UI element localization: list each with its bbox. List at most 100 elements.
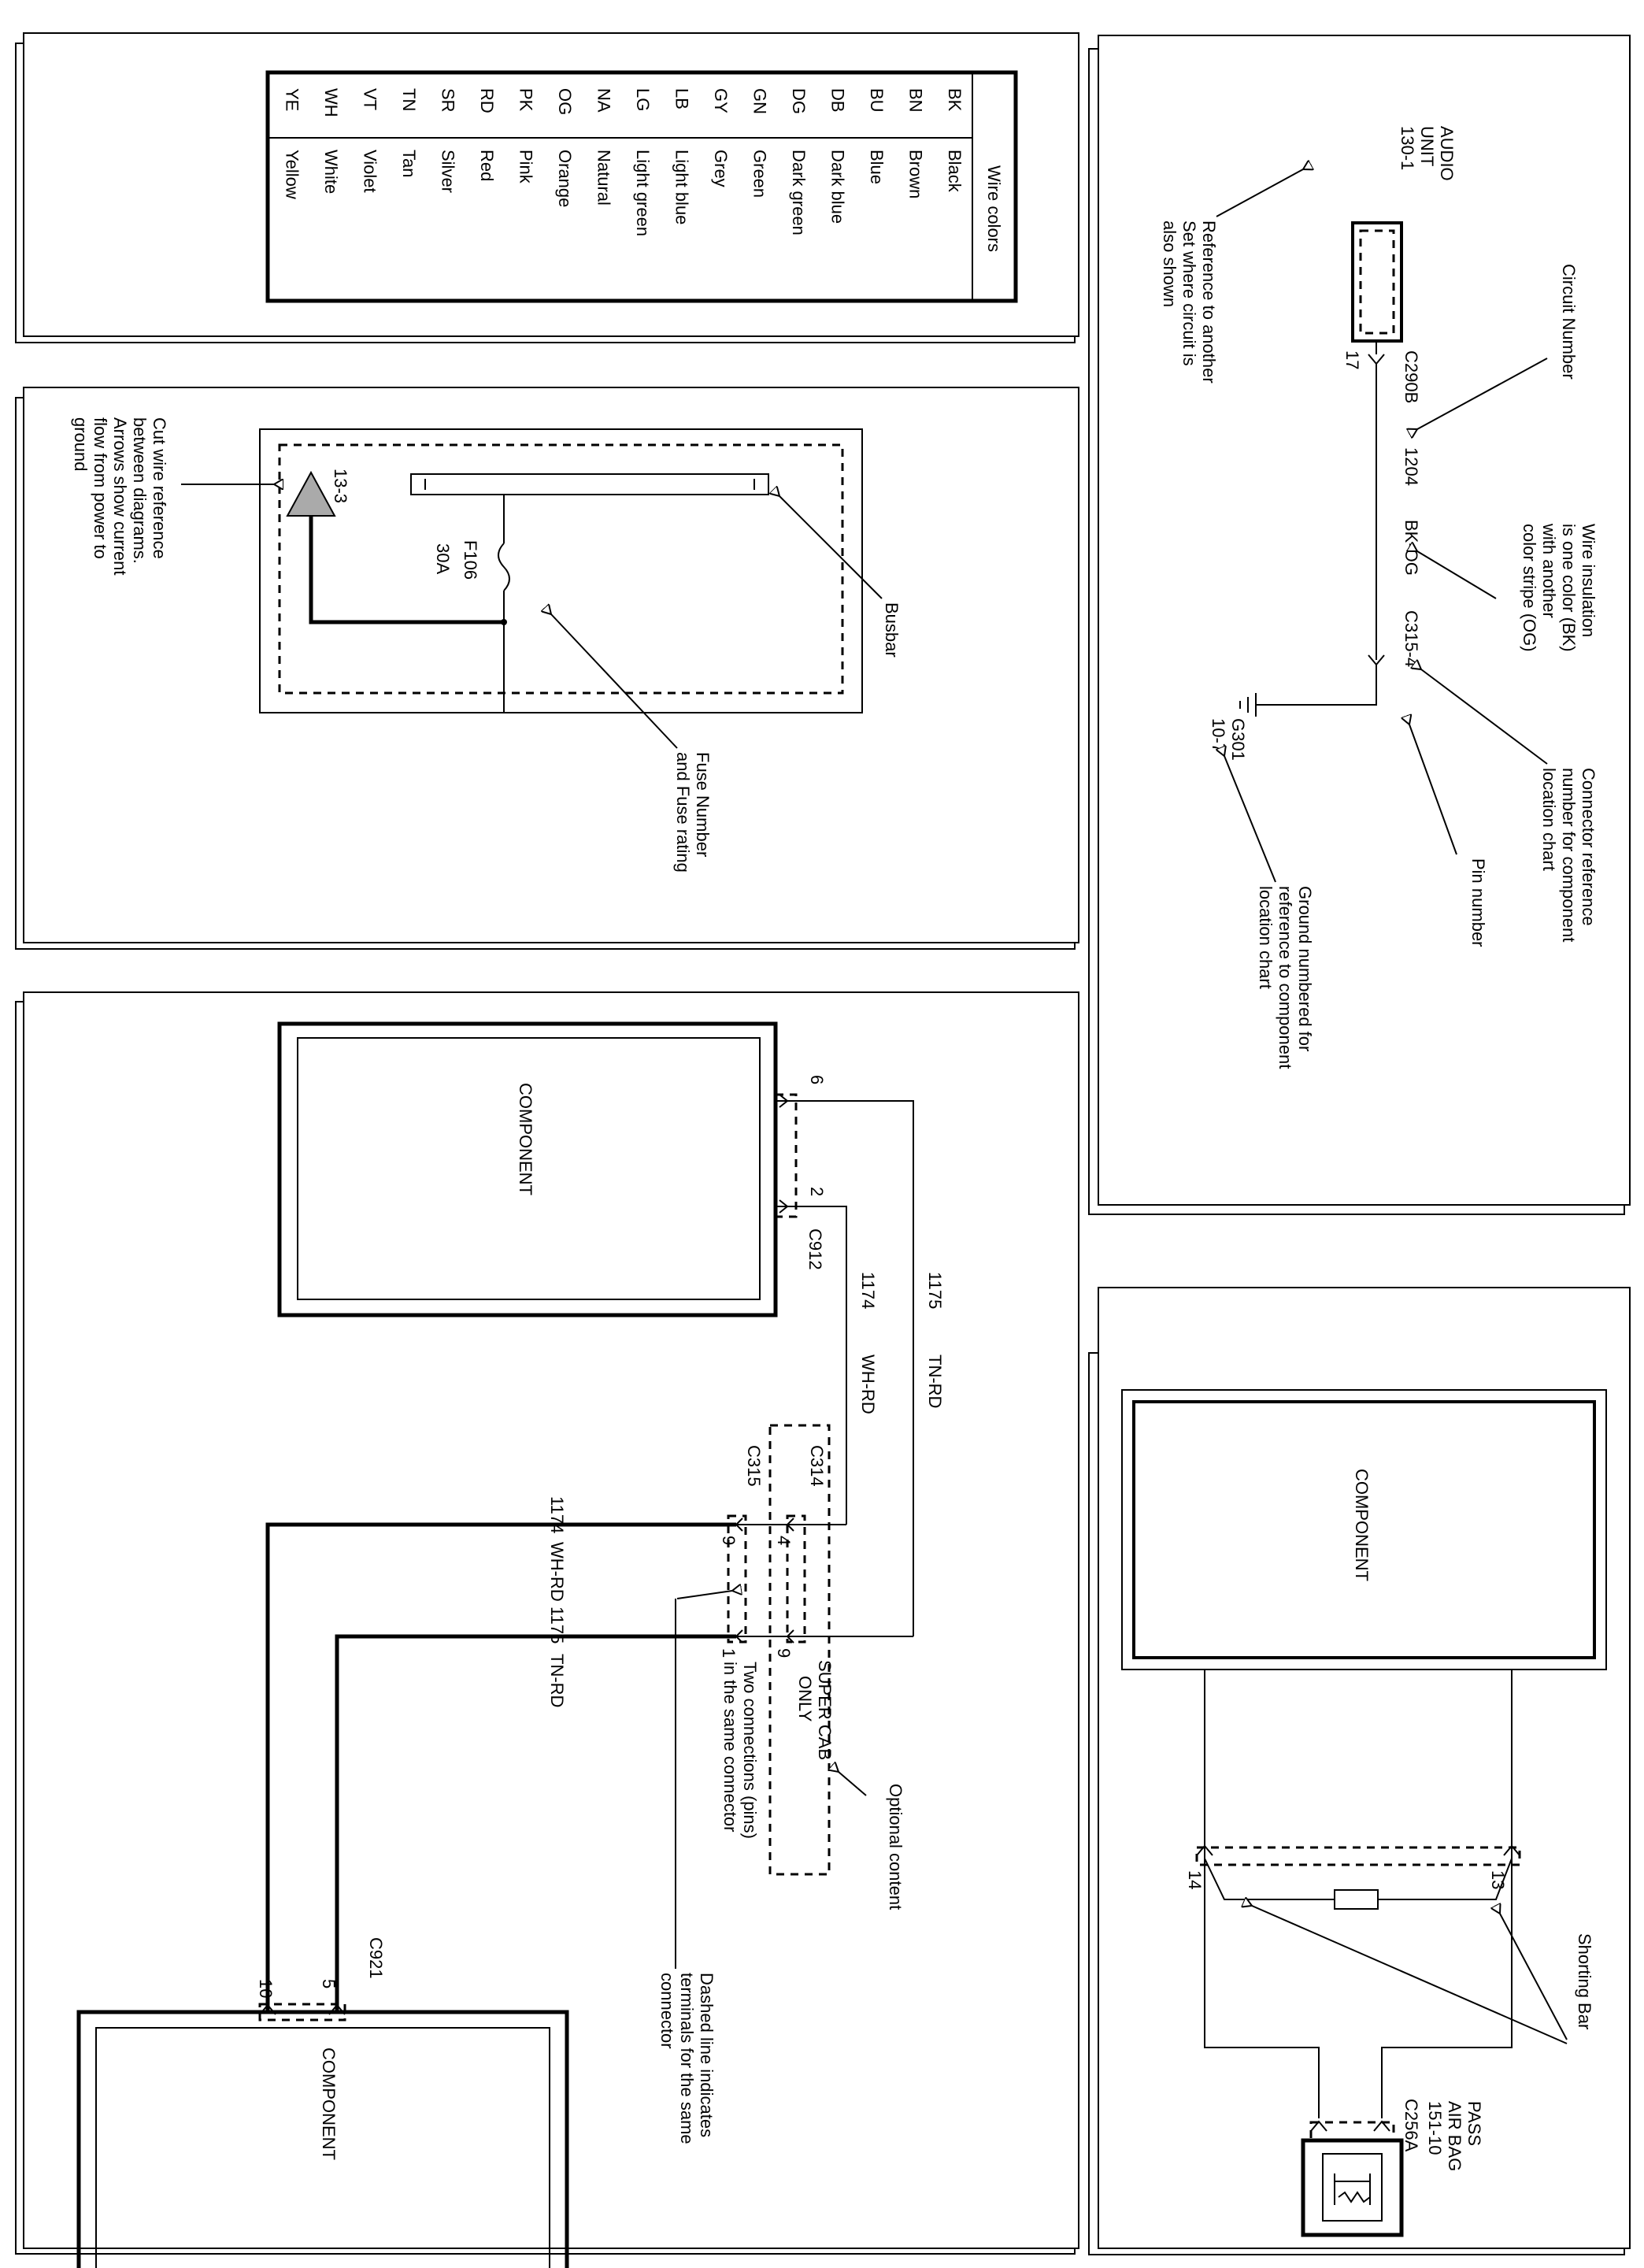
wire-color-code: DG [789,88,809,114]
busbar [410,473,769,495]
wire-color-code: SR [439,88,458,113]
ground-ref: 10-7 [1209,718,1228,753]
shorting-bar [1204,1858,1513,1900]
two-connections-note: Two connections (pins) in the same conne… [720,1662,760,1839]
c315-pin-1-label: 1 [719,1648,739,1658]
svg-text:Dashed line indicates: Dashed line indicates [697,1973,716,2137]
wire-color-name: Violet [361,150,380,193]
c921-dashed [258,2003,346,2022]
c921-pin-10-label: 10 [256,1979,276,1998]
c315-label: C315 [744,1445,764,1487]
audio-unit-dashed [1359,229,1395,335]
svg-text:Arrows show current: Arrows show current [110,417,130,576]
wire-1174-lower [265,1522,736,2012]
wire-color-name: Blue [867,150,887,184]
svg-text:location chart: location chart [1256,886,1276,989]
audio-unit-name-2: UNIT [1417,126,1437,166]
wire-color-code: LG [633,88,653,111]
c921-pin-10 [259,2003,276,2015]
wire-color-code: PK [517,88,536,112]
circuit-panel [1098,35,1631,1206]
wire-1174-color-upper: WH-RD [858,1354,878,1414]
c314-optional-box [768,1424,831,1876]
svg-text:Cut wire reference: Cut wire reference [150,417,169,559]
shorting-component-label: COMPONENT [1352,1469,1372,1581]
air-bag-name-2: AIR BAG [1445,2101,1464,2171]
wire-color-code: TN [399,88,419,111]
c912-pin-2-label: 2 [807,1187,827,1196]
optional-content-note: Optional content [886,1784,905,1910]
shorting-bar-diagram: COMPONENT 14 13 Shorting Bar C256A PASS … [1121,1389,1607,2237]
audio-unit-name-1: AUDIO [1437,126,1457,181]
wire-color-name: Brown [906,150,926,198]
component-panel [23,991,1079,2249]
svg-text:color stripe (OG): color stripe (OG) [1520,524,1539,652]
ground-note: Ground numbered for reference to compone… [1256,886,1315,1069]
component-top [277,1021,778,1317]
svg-text:ground: ground [71,417,91,472]
fuse-note-1: Fuse Number [693,752,713,857]
insulation-pointer [1417,551,1497,599]
fuse-diagram: 13-3 F106 30A Cut wire reference between… [71,417,902,873]
wire-color-name: Orange [555,150,575,207]
wire-colors-title: Wire colors [984,165,1004,252]
wire-color-code: VT [361,88,380,110]
c921-pin-5-label: 5 [319,1979,339,1988]
c921-pin-5 [328,2003,346,2015]
svg-text:reference to component: reference to component [1276,886,1295,1069]
pin-14-terminal [1196,1844,1213,1856]
wire-color-code: NA [594,88,614,113]
fuse-panel [23,387,1079,943]
wire-color-code: GY [711,88,731,113]
wire-1175-color-lower: TN-RD [547,1654,567,1707]
air-bag-component [1301,2138,1404,2237]
svg-text:Connector reference: Connector reference [1579,768,1598,926]
pin-13-label: 13 [1488,1870,1508,1889]
component-bottom [76,2010,569,2268]
wire-1175-number-upper: 1175 [925,1272,945,1309]
dashed-line-note: Dashed line indicates terminals for the … [657,1973,716,2144]
c314-pin-9-label: 9 [774,1648,794,1658]
fuse-output-wire [309,512,504,624]
component-diagram: COMPONENT COMPONENT 6 2 C912 1175 TN-RD … [76,1021,945,2268]
shorting-pointer-left [1252,1906,1568,2044]
busbar-pointer [779,496,883,599]
c290b-pin: 17 [1342,350,1362,369]
wire-color-name: Green [750,150,770,198]
svg-text:Set where circuit is: Set where circuit is [1179,220,1199,366]
c315-terminal [1368,654,1385,693]
wire-color-name: Light green [633,150,653,236]
reference-pointer [1216,169,1303,217]
wire-colors-table-frame [265,70,1018,303]
svg-text:location chart: location chart [1539,768,1559,871]
cut-wire-triangle [286,470,336,517]
fuse-symbol-f106 [498,543,510,591]
c315-label: C315-4 [1401,610,1421,667]
svg-text:Two connections (pins): Two connections (pins) [740,1662,760,1839]
wire-color-code: RD [477,88,497,113]
wire-color-name: Dark blue [828,150,848,224]
fuse-number: F106 [461,540,480,580]
wire-color-name: White [321,150,341,194]
svg-text:SUPER CAB: SUPER CAB [815,1660,835,1760]
c921-label: C921 [366,1937,386,1979]
wire-color-name: Tan [399,150,419,177]
c256a-label: C256A [1401,2099,1421,2152]
wire-color-code: BK-OG [1401,520,1421,576]
wire-color-name: Natural [594,150,614,206]
c912-pin-6-label: 6 [807,1075,827,1084]
shorting-component [1121,1389,1607,1670]
shorting-panel [1098,1287,1631,2249]
air-bag-symbol [1334,2174,1371,2205]
busbar-label: Busbar [882,602,902,658]
svg-text:ONLY: ONLY [795,1676,815,1722]
svg-text:between diagrams.: between diagrams. [130,417,150,564]
circuit-number-note: Circuit Number [1559,264,1579,380]
wire-1175-lower [335,1634,736,2012]
wire-color-code: LB [672,88,692,109]
svg-text:Ground numbered for: Ground numbered for [1295,886,1315,1051]
optional-content-pointer [839,1772,867,1796]
wire-color-name: Light blue [672,150,692,224]
wire-color-name: Grey [711,150,731,187]
